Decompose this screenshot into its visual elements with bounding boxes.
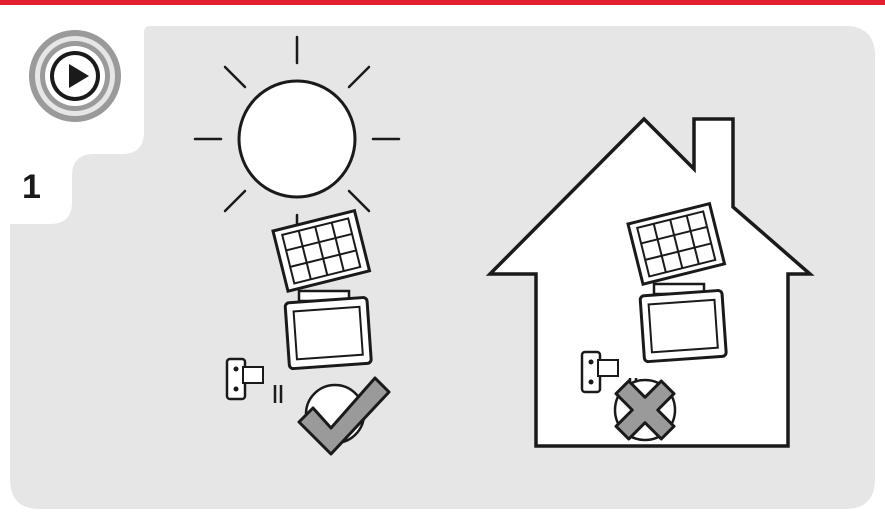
cross-icon [613, 378, 677, 442]
sun-icon [193, 35, 401, 243]
top-accent-rule [0, 0, 885, 5]
illustration-canvas [10, 26, 875, 509]
checkmark-icon [297, 376, 391, 456]
step-number: 1 [22, 168, 41, 206]
play-icon [29, 30, 121, 122]
instruction-panel [10, 26, 875, 509]
